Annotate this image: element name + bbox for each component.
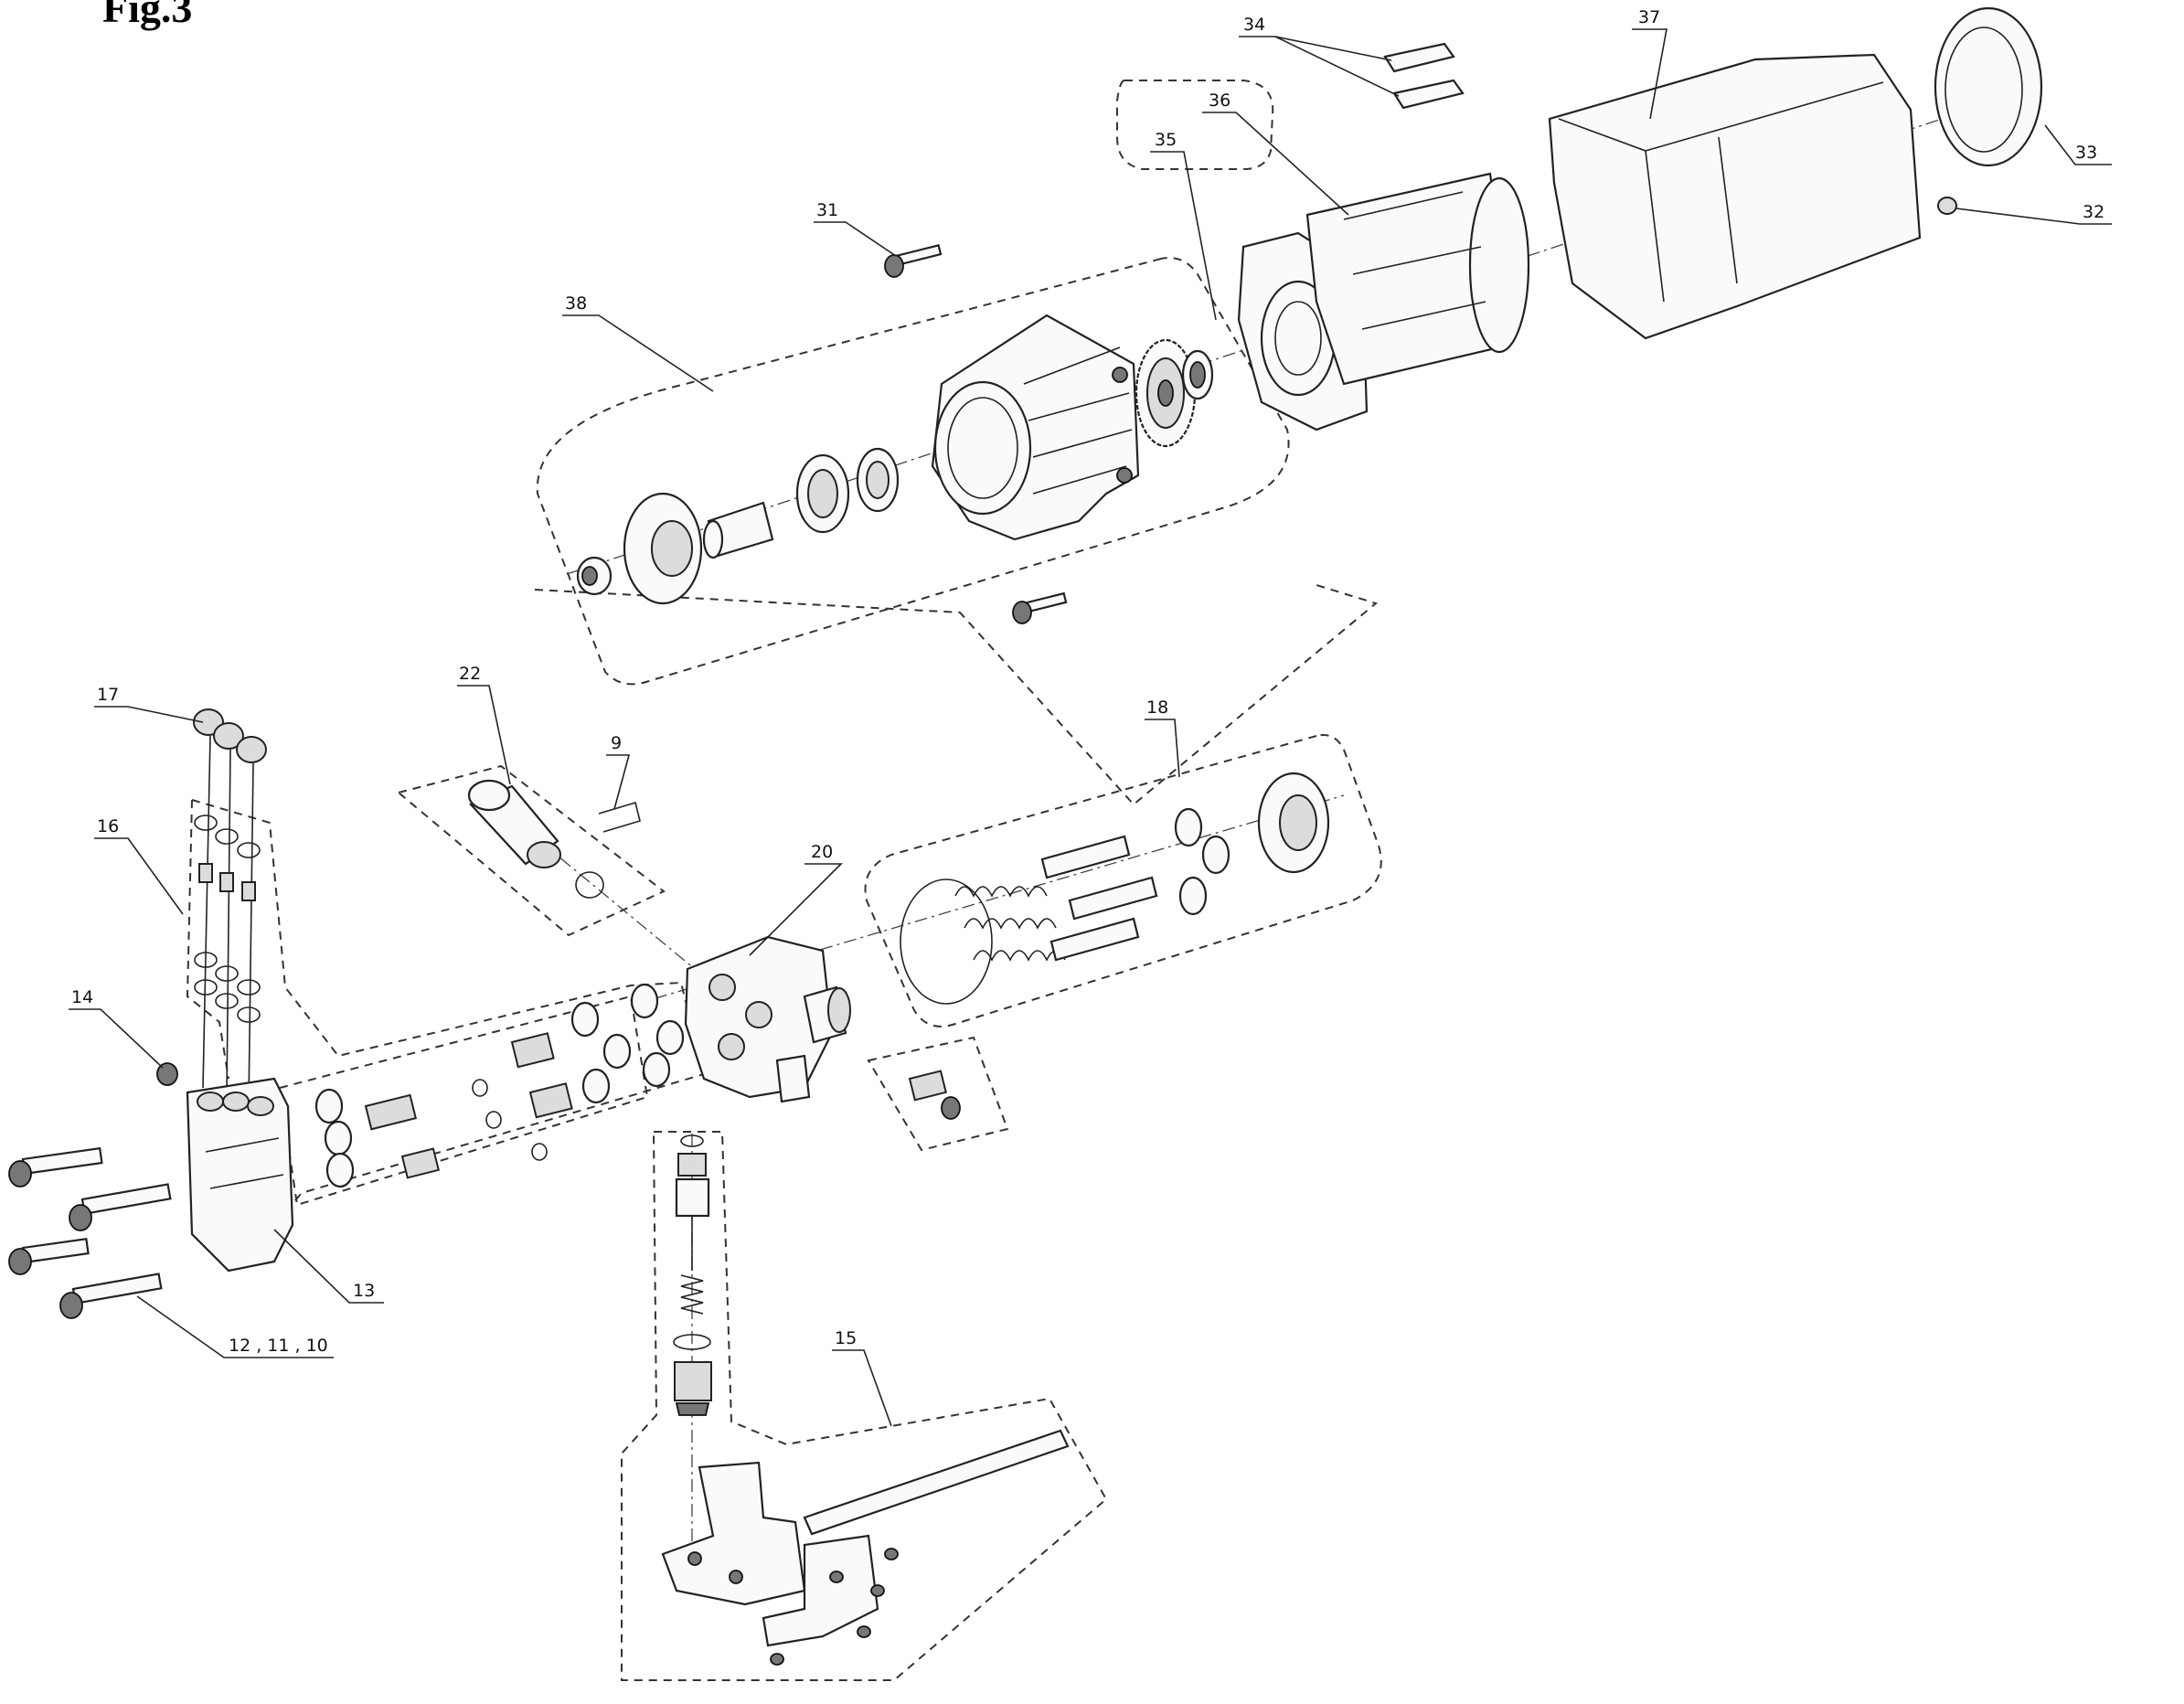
callout-text-12-11-10: 12 , 11 , 10	[229, 1336, 328, 1356]
callout-text-37: 37	[1638, 7, 1660, 27]
callout-text-32: 32	[2083, 202, 2104, 222]
unloader-bracket	[661, 1461, 879, 1647]
seals-16	[194, 815, 261, 1023]
screw-lower	[1012, 591, 1068, 624]
callout-text-38: 38	[565, 293, 587, 314]
callout-33: 33	[2044, 124, 2112, 165]
bearing-large	[795, 447, 900, 534]
retainers	[1174, 807, 1230, 916]
valve-assemblies	[314, 1032, 573, 1188]
group-outline-manifold-valves	[278, 995, 649, 1207]
axis-inlet	[484, 794, 696, 970]
cap-32	[1937, 197, 1957, 215]
callout-18: 18	[1145, 698, 1180, 778]
head-seals	[570, 983, 685, 1104]
bearing-35	[1181, 349, 1214, 400]
page-title: Fig.3	[102, 0, 193, 31]
callout-text-16: 16	[97, 816, 119, 836]
callout-13: 13	[273, 1229, 384, 1304]
pump-head-20	[684, 935, 851, 1103]
pistons	[1040, 835, 1158, 962]
callout-22: 22	[457, 664, 511, 785]
oil-seal	[1257, 772, 1330, 874]
bolts-12-11-10	[8, 1146, 172, 1319]
callout-16: 16	[94, 816, 184, 915]
plug-14	[156, 1062, 178, 1086]
unloader-valve	[673, 1134, 712, 1416]
callout-text-14: 14	[71, 987, 93, 1007]
end-cap-33	[1934, 6, 2043, 167]
callout-text-15: 15	[835, 1328, 857, 1348]
bracket-screws	[770, 1548, 899, 1666]
gear	[1135, 338, 1197, 448]
callout-text-31: 31	[816, 200, 838, 220]
group-outline-pump-connector	[534, 584, 1379, 806]
unloader-rod	[803, 1429, 1070, 1536]
callout-37: 37	[1632, 7, 1667, 120]
callout-17: 17	[94, 685, 204, 723]
group-outline-inlet-fitting	[396, 764, 666, 937]
callout-32: 32	[1955, 202, 2112, 225]
motor-housing-37	[1548, 53, 1922, 340]
callout-35: 35	[1150, 130, 1217, 321]
inlet-o-ring	[575, 871, 604, 899]
callout-text-9: 9	[611, 733, 622, 753]
screw-31	[884, 244, 943, 278]
callout-text-35: 35	[1155, 130, 1177, 150]
brush-34a	[1383, 42, 1455, 73]
group-outline-valve-column	[186, 799, 229, 1080]
callout-38: 38	[562, 293, 714, 392]
callout-9: 9	[606, 733, 631, 810]
inlet-fitting-22	[467, 779, 561, 868]
callout-15: 15	[832, 1328, 892, 1427]
wobble-plate	[623, 492, 703, 605]
callout-31: 31	[814, 200, 897, 257]
callout-text-34: 34	[1243, 15, 1265, 35]
callout-text-20: 20	[811, 842, 833, 862]
group-outline-motor-detail	[1116, 80, 1274, 170]
callout-text-17: 17	[97, 685, 119, 705]
group-outline-unloader	[621, 1131, 1108, 1681]
group-outline-pump-housing	[536, 257, 1290, 686]
callout-36: 36	[1202, 91, 1349, 216]
callout-text-18: 18	[1146, 698, 1168, 718]
side-valve	[908, 1070, 961, 1120]
o-ring-large	[900, 879, 993, 1005]
callout-20: 20	[749, 842, 843, 956]
group-outline-piston-springs	[864, 734, 1382, 1028]
callout-14: 14	[69, 987, 164, 1069]
springs	[954, 886, 1066, 962]
manifold-13	[186, 1077, 294, 1273]
callout-34: 34	[1239, 15, 1400, 97]
shaft-sleeve	[702, 501, 774, 559]
callout-12-11-10: 12 , 11 , 10	[136, 1295, 334, 1358]
callout-text-13: 13	[353, 1281, 375, 1301]
brush-34b	[1392, 79, 1465, 110]
caps-17	[193, 708, 267, 1107]
callout-text-33: 33	[2075, 143, 2097, 163]
motor-stator	[1305, 172, 1530, 386]
callout-text-22: 22	[459, 664, 481, 684]
clip-9	[598, 801, 641, 833]
group-outline-side-valve	[867, 1036, 1009, 1152]
callout-text-36: 36	[1209, 91, 1230, 111]
shaft-bushing	[576, 556, 613, 596]
group-outline-valve-stack	[191, 799, 706, 1219]
pump-housing	[931, 314, 1140, 541]
